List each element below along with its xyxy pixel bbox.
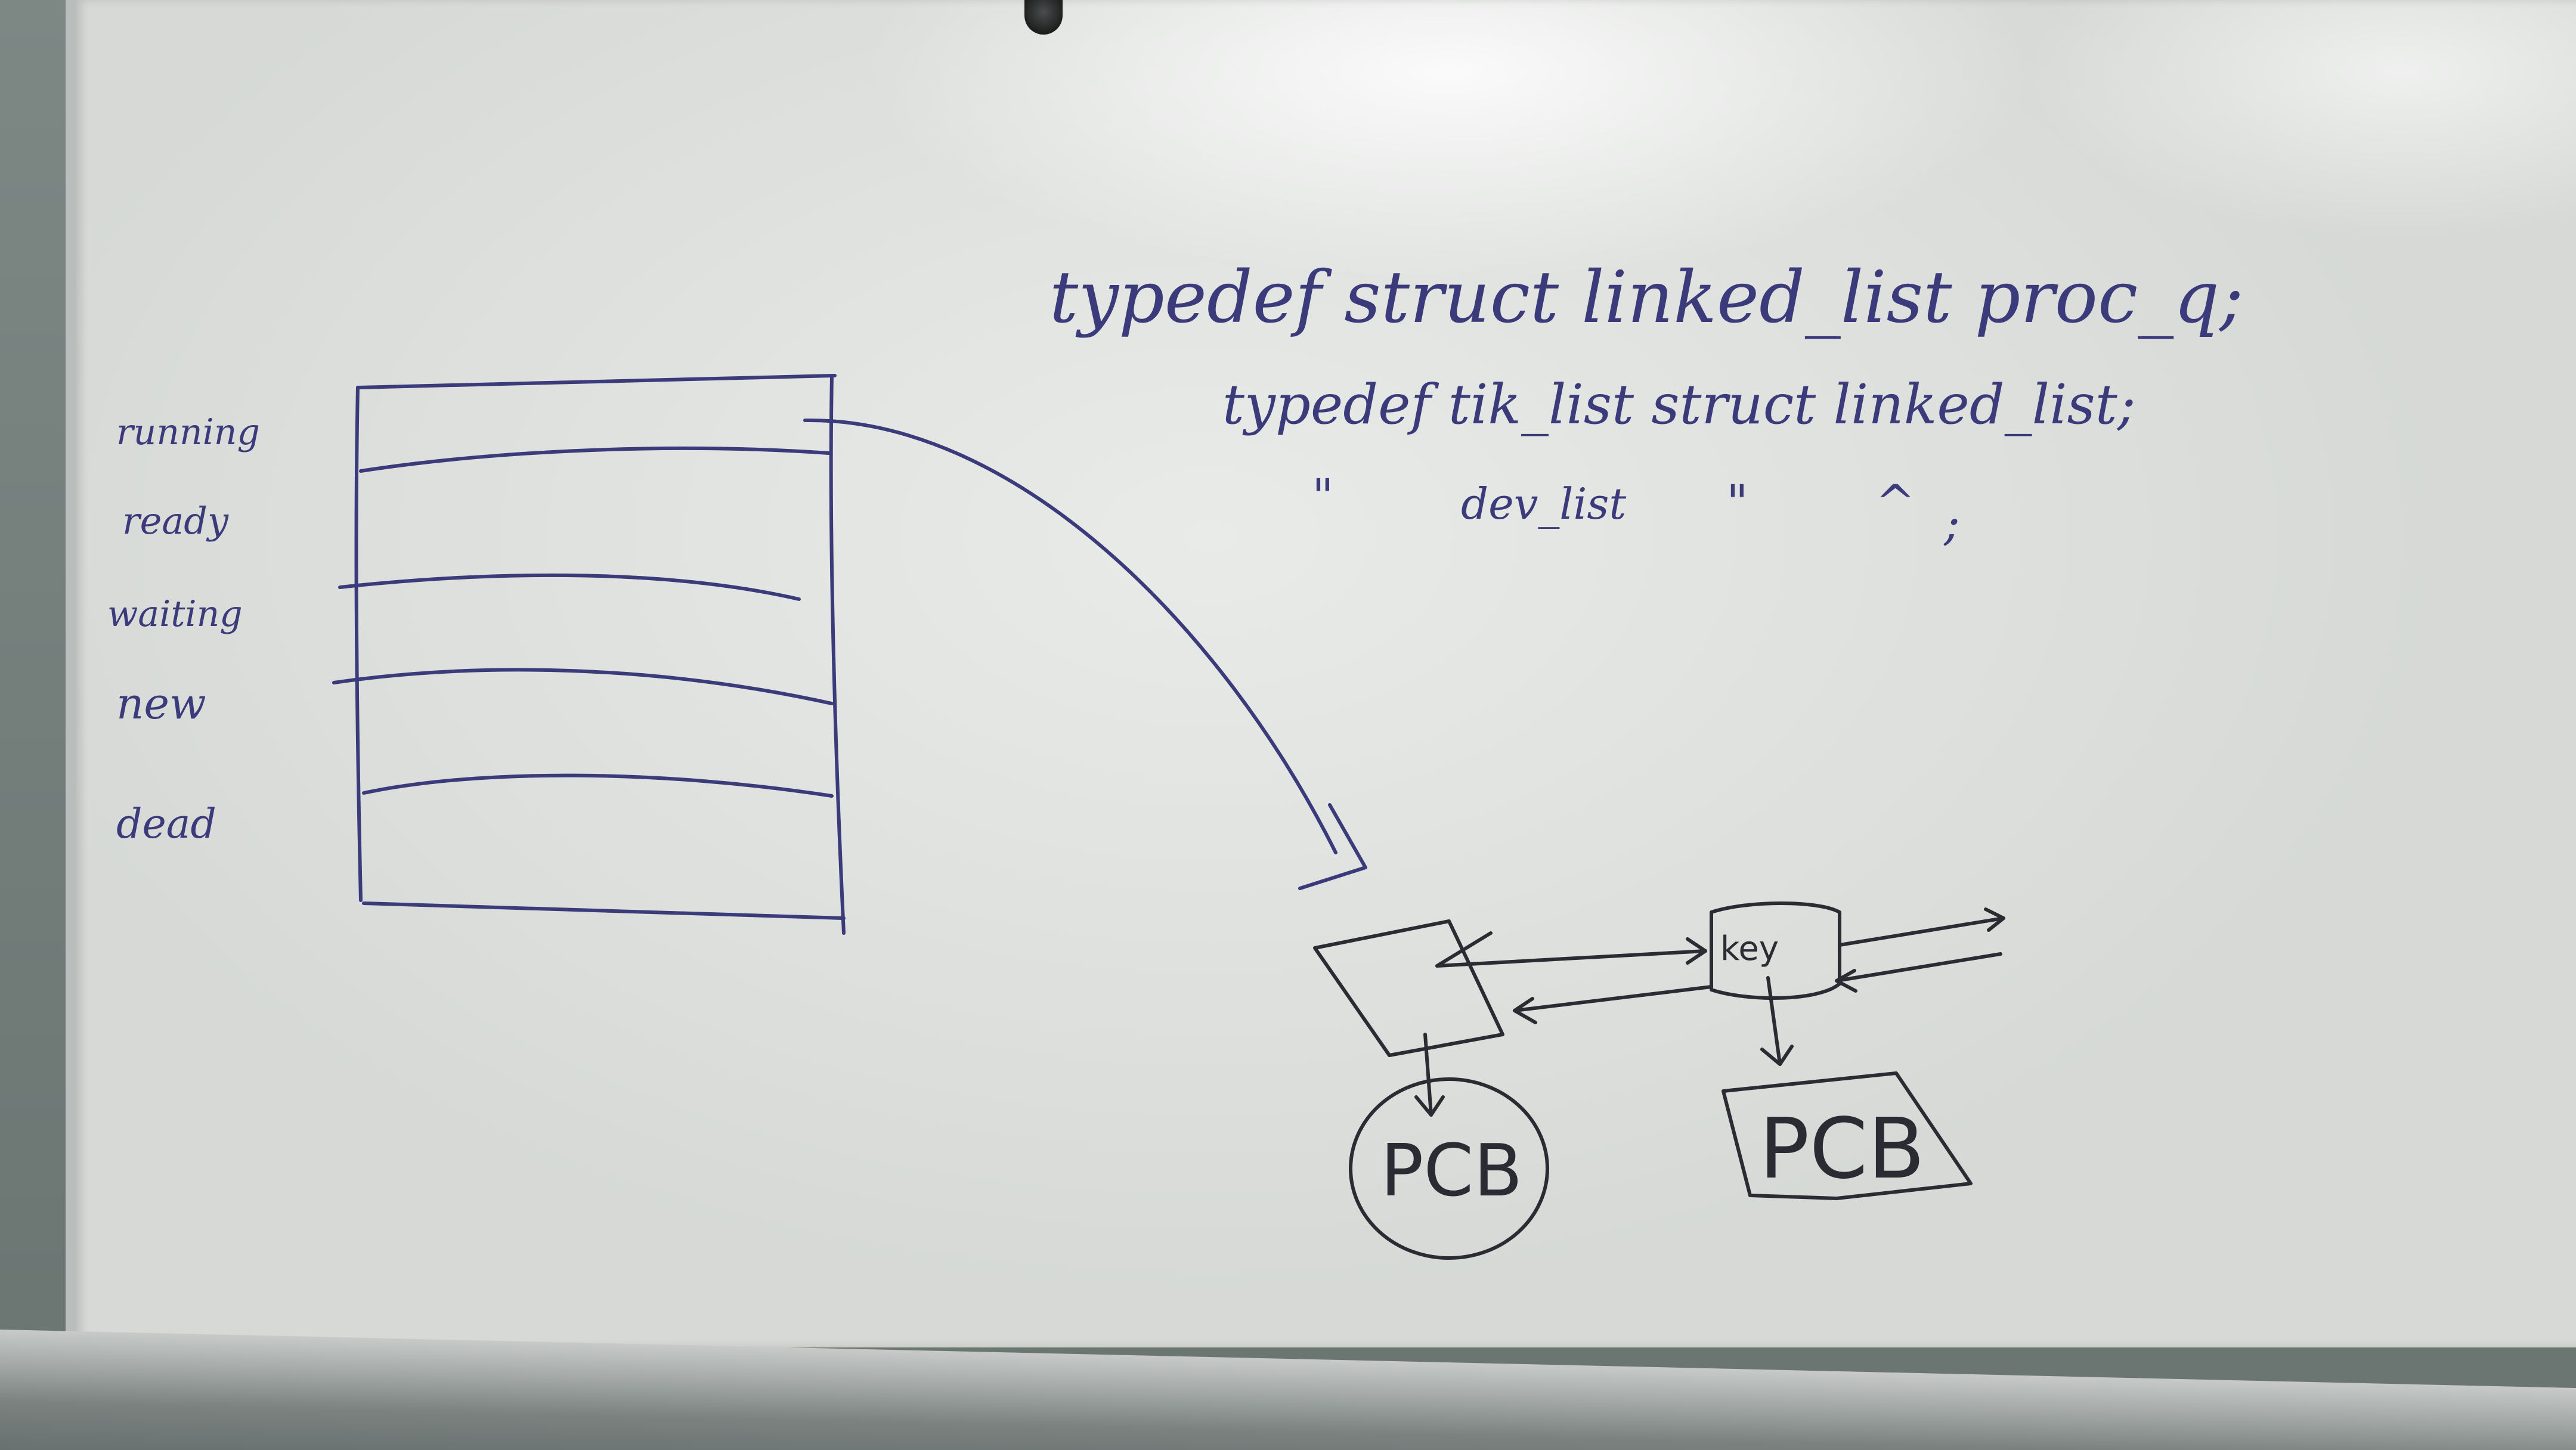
state-table [332, 374, 846, 935]
link-forward-head [1686, 937, 1707, 965]
left-to-pcb-head [1414, 1095, 1445, 1117]
typedef-line-3-ditto-left: " [1312, 469, 1334, 524]
key-label: key [1720, 930, 1779, 968]
arrow-curve [803, 418, 1337, 854]
node-left-divider [1435, 931, 1493, 968]
key-to-pcb-head [1760, 1045, 1794, 1066]
list-node-left [1313, 919, 1504, 1057]
link-out-right-head [1984, 907, 2005, 932]
table-right-edge [829, 374, 846, 935]
table-row-line-1 [359, 446, 831, 473]
typedef-line-3-ditto-right: " [1726, 475, 1748, 530]
pcb-right-label: PCB [1759, 1101, 1925, 1198]
table-bottom-edge [362, 901, 846, 920]
table-row-line-2 [338, 573, 801, 601]
pcb-circle [1349, 1077, 1549, 1260]
link-in-right [1835, 952, 2002, 983]
table-top-edge [356, 374, 837, 389]
state-label-ready: ready [122, 499, 229, 543]
pcb-left-label: PCB [1380, 1130, 1522, 1213]
state-labels: running ready waiting new dead [107, 411, 260, 848]
pcb-box [1722, 1071, 1973, 1200]
left-to-pcb [1423, 1033, 1433, 1117]
link-back [1513, 985, 1713, 1012]
typedef-line-3-caret: ^ [1875, 475, 1915, 530]
linked-list-diagram: key PCB PCB [1313, 901, 2005, 1260]
whiteboard [66, 0, 2576, 1347]
table-left-edge [354, 386, 363, 902]
table-row-line-3 [332, 668, 834, 705]
link-out-right [1838, 916, 2005, 947]
link-back-head [1513, 997, 1537, 1024]
typedef-line-1: typedef struct linked_list proc_q; [1049, 256, 2243, 339]
typedef-line-2: typedef tik_list struct linked_list; [1222, 373, 2136, 436]
state-label-waiting: waiting [107, 593, 243, 635]
table-row-line-4 [362, 773, 834, 798]
arrow-head [1298, 803, 1367, 890]
typedef-line-3-dev-list: dev_list [1461, 479, 1627, 529]
link-in-right-head [1835, 969, 1857, 993]
typedef-line-3-semicolon: ; [1943, 495, 1960, 551]
state-label-dead: dead [116, 801, 216, 848]
board-magnet [1024, 0, 1063, 35]
link-forward [1435, 949, 1707, 968]
state-label-running: running [116, 411, 260, 453]
typedef-code: typedef struct linked_list proc_q; typed… [1049, 256, 2243, 551]
pointer-arrow [803, 418, 1367, 890]
key-to-pcb [1766, 976, 1782, 1066]
state-label-new: new [116, 678, 206, 729]
